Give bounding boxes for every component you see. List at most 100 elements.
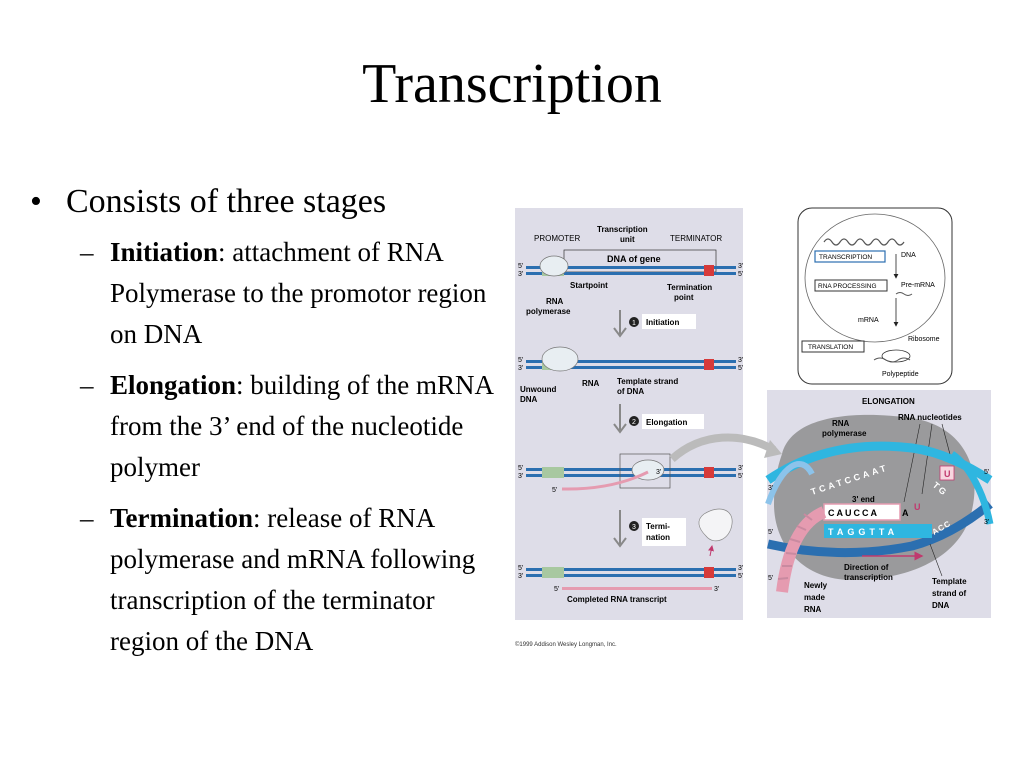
step3-box: [642, 518, 686, 546]
nucleus-outline: [804, 213, 946, 343]
template-strand-label: Template strand: [617, 377, 678, 386]
stage-desc: : attachment of RNA Polymerase to the pr…: [110, 237, 487, 349]
direction-label: Direction of: [844, 563, 889, 572]
rna-transcript-line: [561, 470, 649, 491]
dna-helix-icon: [823, 238, 905, 246]
figure-svg: PROMOTER Transcription unit TERMINATOR D…: [515, 207, 994, 648]
step2-box: [642, 414, 704, 429]
elong-template-label-1: Template: [932, 577, 967, 586]
three-prime-label: 3': [984, 519, 989, 526]
dash-icon: –: [80, 237, 94, 267]
transcription-dir-label: transcription: [844, 573, 893, 582]
down-arrow-icon: [613, 404, 627, 434]
released-polymerase-shape: [698, 508, 733, 542]
dash-icon: –: [80, 503, 94, 533]
stage-desc: : building of the mRNA from the 3’ end o…: [110, 370, 493, 482]
rna-nucleotides-label: RNA nucleotides: [898, 413, 962, 422]
dna-row-3: 5' 3' 3' 5': [518, 465, 743, 480]
free-u-nucleotide: U: [944, 469, 951, 479]
overview-dna-label: DNA: [901, 252, 916, 259]
step3-num: 3: [632, 524, 636, 531]
dna-row-4: 5' 3' 3' 5': [518, 565, 743, 580]
template-letter-band: [824, 524, 932, 538]
startpoint-label: Startpoint: [570, 281, 608, 290]
stage-term: Termination: [110, 503, 254, 533]
step3-label: Termi-: [646, 522, 670, 531]
down-arrow-icon: [613, 310, 627, 338]
five-prime-label: 5': [768, 529, 773, 536]
five-prime-label: 5': [518, 465, 523, 472]
five-prime-label: 5': [738, 473, 743, 480]
termination-point-label: Termination: [667, 283, 712, 292]
stages-panel: PROMOTER Transcription unit TERMINATOR D…: [515, 208, 743, 620]
step2-num: 2: [632, 419, 636, 426]
stage-item-termination: – Termination: release of RNA polymerase…: [80, 498, 500, 662]
five-prime-label: 5': [738, 573, 743, 580]
unwound-dna-label: DNA: [520, 395, 538, 404]
polymerase-label: polymerase: [526, 307, 571, 316]
terminator-label: TERMINATOR: [670, 234, 722, 243]
stage-term: Initiation: [110, 237, 219, 267]
three-prime-label: 3': [768, 485, 773, 492]
five-prime-label: 5': [738, 271, 743, 278]
stage-list: – Initiation: attachment of RNA Polymera…: [80, 232, 500, 662]
stage-item-initiation: – Initiation: attachment of RNA Polymera…: [80, 232, 500, 355]
rna-label: RNA: [546, 297, 564, 306]
bullet-dot-icon: •: [30, 183, 42, 220]
dna-of-gene-label: DNA of gene: [607, 254, 661, 264]
zoom-arrow: [669, 433, 776, 463]
completed-rna-line: [562, 587, 712, 590]
bottom-strand-sequence: TAGGTTA: [828, 527, 898, 537]
copyright-text: ©1999 Addison Wesley Longman, Inc.: [515, 641, 617, 648]
mrna-label: mRNA: [858, 317, 879, 324]
ribosome-label: Ribosome: [908, 336, 940, 343]
newly-made-label-1: Newly: [804, 581, 828, 590]
main-bullet: • Consists of three stages: [30, 180, 500, 224]
transcription-unit-label: Transcription: [597, 225, 648, 234]
down-arrow-icon: [613, 510, 627, 548]
five-prime-label: 5': [768, 575, 773, 582]
polypeptide-label: Polypeptide: [882, 371, 919, 378]
rna-u-nucleotide: U: [914, 502, 921, 512]
elong-template-label-3: DNA: [932, 601, 950, 610]
rna-processing-label: RNA PROCESSING: [818, 283, 877, 290]
five-prime-label: 5': [984, 469, 989, 476]
three-prime-label: 3': [518, 573, 523, 580]
zoom-arrow-head-icon: [764, 440, 782, 458]
five-prime-label: 5': [552, 487, 557, 494]
elongation-panel: ELONGATION RNA polymerase RNA nucleotide…: [669, 390, 994, 618]
release-arrow-icon: [708, 545, 714, 557]
transcription-box: [814, 250, 886, 263]
newly-made-label-3: RNA: [804, 605, 822, 614]
unwound-label: Unwound: [520, 385, 557, 394]
three-prime-label: 3': [518, 473, 523, 480]
rna-strand-sequence: CAUCCA: [828, 508, 879, 518]
completed-transcript-label: Completed RNA transcript: [567, 595, 667, 604]
step-number-icon: [629, 317, 639, 327]
step1-num: 1: [632, 320, 636, 327]
dna-bottom-strand: [767, 500, 993, 558]
three-prime-label: 3': [738, 263, 743, 270]
step-number-icon: [629, 416, 639, 426]
rna-polymerase-shape: [539, 255, 569, 277]
stage-desc: : release of RNA polymerase and mRNA fol…: [110, 503, 476, 656]
transcription-box-label: TRANSCRIPTION: [819, 254, 872, 261]
rna-processing-box: [814, 279, 888, 292]
translation-box: [801, 340, 865, 353]
five-prime-label: 5': [518, 263, 523, 270]
rna-a-nucleotide: A: [902, 508, 909, 518]
three-prime-label: 3': [656, 469, 661, 476]
pre-mrna-label: Pre-mRNA: [901, 282, 935, 289]
five-prime-label: 5': [518, 565, 523, 572]
rna-polymerase-shape: [541, 346, 579, 372]
rna-strand-label: RNA: [582, 379, 600, 388]
five-prime-label: 5': [738, 365, 743, 372]
transcription-figure: PROMOTER Transcription unit TERMINATOR D…: [512, 204, 1002, 654]
newly-made-label-2: made: [804, 593, 825, 602]
step1-label: Initiation: [646, 318, 679, 327]
free-u-nucleotide-box: [939, 465, 955, 481]
translation-label: TRANSLATION: [808, 344, 853, 351]
main-bullet-text: Consists of three stages: [66, 183, 387, 220]
three-prime-label: 3': [738, 565, 743, 572]
stage-term: Elongation: [110, 370, 237, 400]
